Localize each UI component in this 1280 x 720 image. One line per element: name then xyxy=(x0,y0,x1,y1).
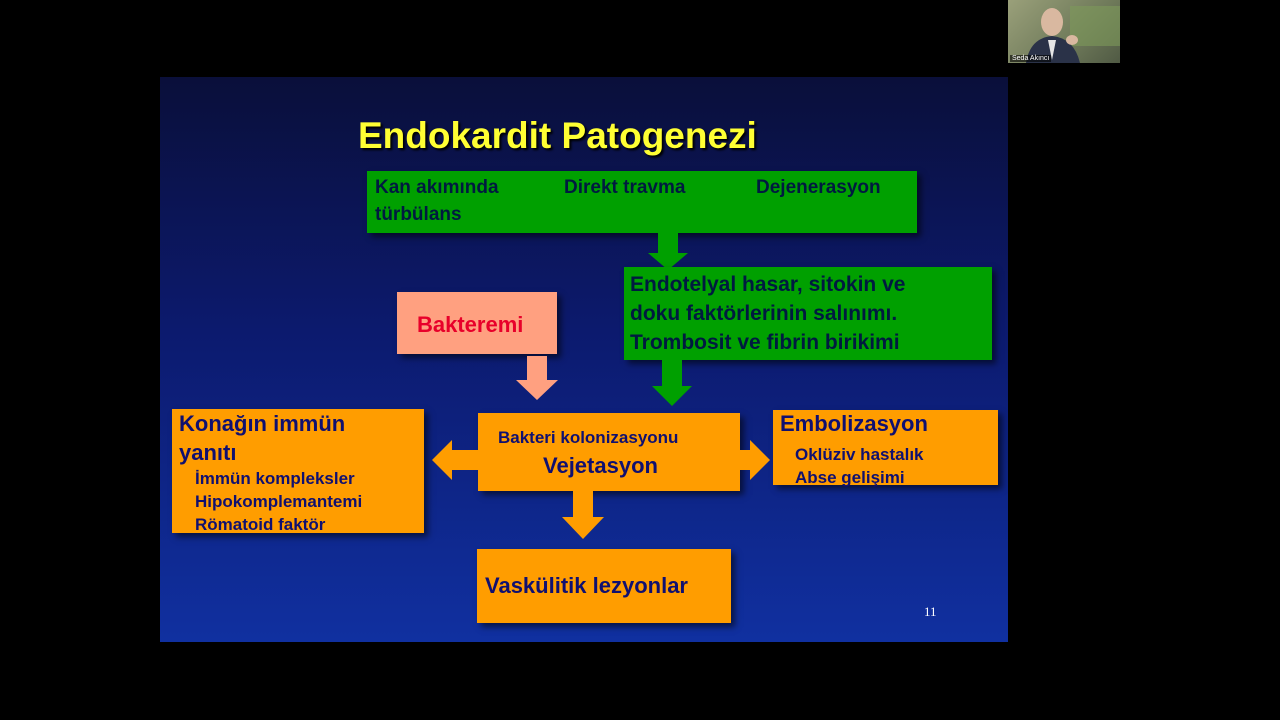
immune-heading-line2: yanıtı xyxy=(179,440,237,465)
vasculitic-lesions-box: Vaskülitik lezyonlar xyxy=(477,549,731,623)
causes-box: Kan akımında türbülans Direkt travma Dej… xyxy=(367,171,917,233)
bacteremia-box: Bakteremi xyxy=(397,292,557,354)
vegetation-label: Vejetasyon xyxy=(543,453,658,478)
endothelial-damage-box: Endotelyal hasar, sitokin ve doku faktör… xyxy=(624,267,992,360)
embolization-item: Abse gelişimi xyxy=(795,468,905,487)
slide-title: Endokardit Patogenezi xyxy=(358,115,757,156)
colonization-box: Bakteri kolonizasyonu Vejetasyon xyxy=(478,413,740,491)
immune-response-box: Konağın immün yanıtı İmmün kompleksler H… xyxy=(172,409,424,534)
participant-name: Seda Akıncı xyxy=(1010,55,1052,62)
vasculitic-label: Vaskülitik lezyonlar xyxy=(485,573,688,598)
arrow-down-orange xyxy=(562,491,604,539)
arrow-left-orange xyxy=(432,440,482,480)
cause-degeneration: Dejenerasyon xyxy=(756,177,881,198)
embolization-heading: Embolizasyon xyxy=(780,411,928,436)
arrow-down-green-1 xyxy=(648,233,688,270)
immune-item: Römatoid faktör xyxy=(195,515,326,534)
cause-turbulence-line1: Kan akımında xyxy=(375,177,499,198)
arrow-down-green-2 xyxy=(652,360,692,406)
arrow-down-pink xyxy=(516,356,558,400)
cause-direct-trauma: Direkt travma xyxy=(564,177,686,198)
arrow-right-orange xyxy=(725,440,770,480)
participant-video-icon xyxy=(1026,6,1120,63)
endothelial-line1: Endotelyal hasar, sitokin ve xyxy=(630,273,906,296)
slide-number: 11 xyxy=(924,604,937,619)
colonization-line1: Bakteri kolonizasyonu xyxy=(498,428,679,447)
endothelial-line3: Trombosit ve fibrin birikimi xyxy=(630,331,900,354)
webcam-thumbnail[interactable]: Seda Akıncı xyxy=(1008,0,1120,63)
cause-turbulence-line2: türbülans xyxy=(375,204,462,225)
presentation-slide: Endokardit Patogenezi Kan akımında türbü… xyxy=(160,77,1008,642)
embolization-item: Oklüziv hastalık xyxy=(795,445,924,464)
bacteremia-label: Bakteremi xyxy=(417,312,524,337)
embolization-box: Embolizasyon Oklüziv hastalık Abse geliş… xyxy=(773,410,998,487)
immune-item: Hipokomplemantemi xyxy=(195,492,363,511)
endothelial-line2: doku faktörlerinin salınımı. xyxy=(630,302,898,325)
immune-heading-line1: Konağın immün xyxy=(179,411,346,436)
immune-item: İmmün kompleksler xyxy=(195,469,355,488)
